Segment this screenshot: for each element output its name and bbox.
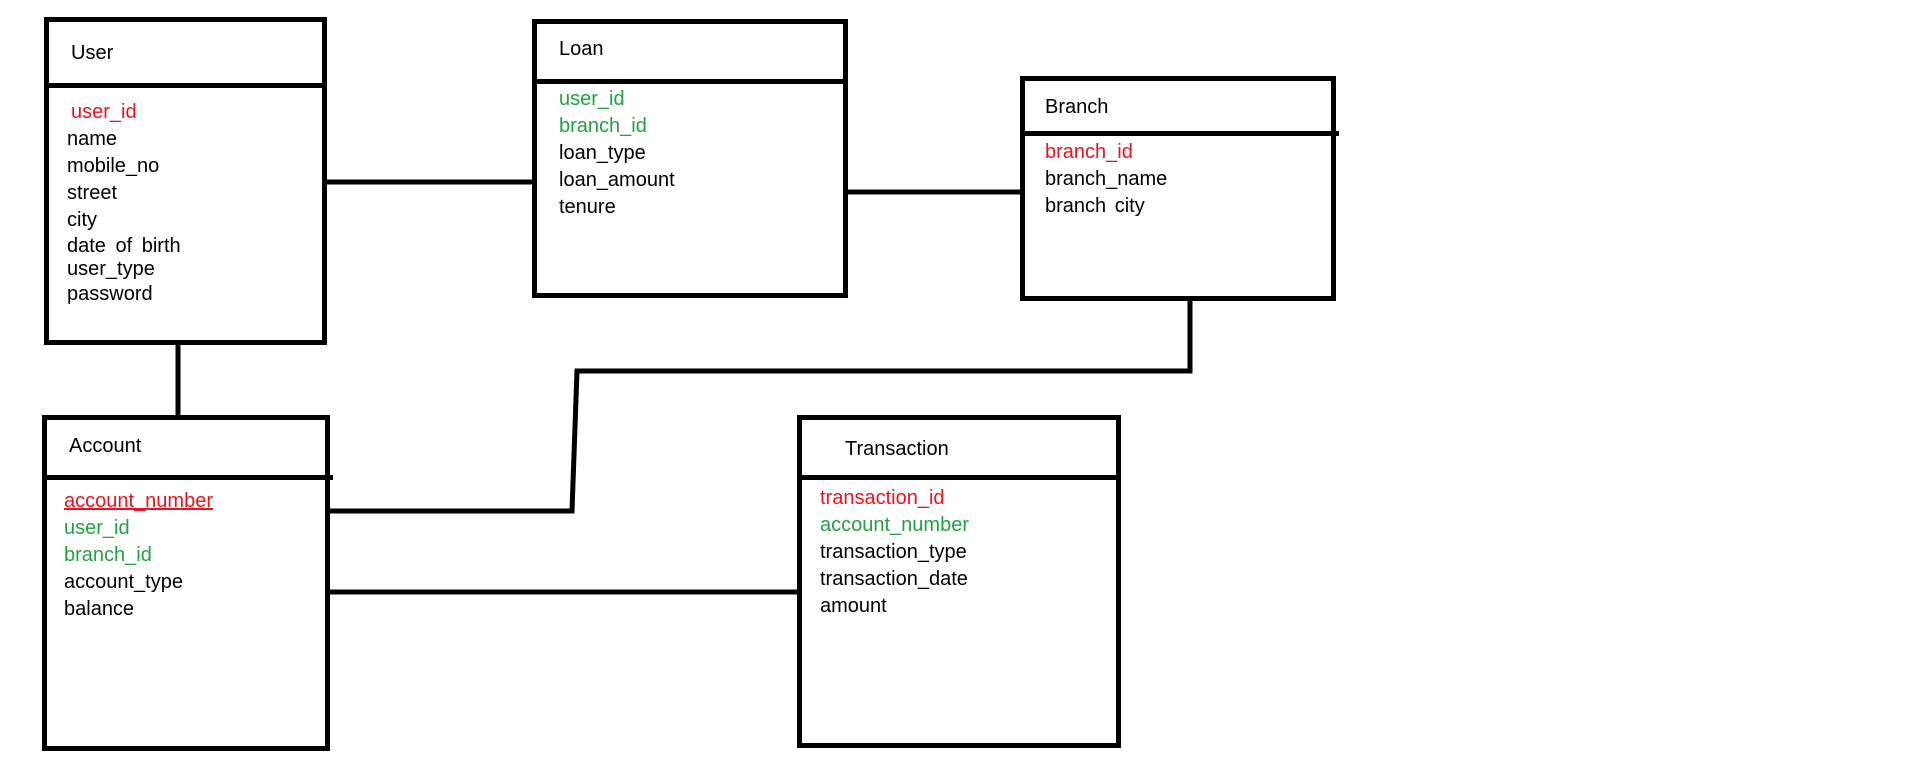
entity-user-fields: user_id name mobile_no street city date …	[67, 99, 322, 308]
entity-loan: Loan user_id branch_id loan_type loan_am…	[532, 19, 848, 298]
field-account-user-id: user_id	[64, 517, 130, 539]
field-user-user-type: user_type	[67, 258, 155, 280]
entity-account-header: Account	[47, 420, 333, 480]
field-branch-branch-id: branch_id	[1045, 141, 1133, 163]
entity-branch: Branch branch_id branch_name branch city	[1020, 76, 1339, 301]
field-loan-branch-id: branch_id	[559, 115, 647, 137]
entity-branch-header: Branch	[1025, 81, 1339, 136]
field-user-user-id: user_id	[71, 101, 137, 123]
field-user-date-of-birth: date of birth	[67, 235, 181, 257]
entity-transaction-fields: transaction_id account_number transactio…	[820, 485, 1116, 620]
field-user-mobile-no: mobile_no	[67, 155, 160, 177]
field-user-password: password	[67, 283, 153, 305]
entity-account-title: Account	[69, 435, 142, 457]
field-user-name: name	[67, 128, 118, 150]
field-account-account-type: account_type	[64, 571, 183, 593]
entity-transaction-title: Transaction	[845, 438, 949, 460]
field-loan-loan-amount: loan_amount	[559, 169, 675, 191]
entity-branch-fields: branch_id branch_name branch city	[1045, 139, 1331, 220]
field-branch-branch-city: branch city	[1045, 195, 1145, 217]
field-account-balance: balance	[64, 598, 135, 620]
entity-user-title: User	[71, 42, 114, 64]
entity-loan-header: Loan	[537, 24, 843, 84]
field-user-city: city	[67, 209, 97, 231]
entity-user: User user_id name mobile_no street city …	[44, 17, 327, 345]
entity-user-header: User	[49, 22, 322, 88]
field-transaction-amount: amount	[820, 595, 887, 617]
field-account-account-number: account_number	[64, 490, 213, 512]
entity-loan-fields: user_id branch_id loan_type loan_amount …	[559, 86, 843, 221]
entity-transaction-header: Transaction	[802, 420, 1116, 480]
entity-account: Account account_number user_id branch_id…	[42, 415, 333, 751]
field-transaction-transaction-date: transaction_date	[820, 568, 968, 590]
field-transaction-account-number: account_number	[820, 514, 969, 536]
field-user-street: street	[67, 182, 118, 204]
field-loan-tenure: tenure	[559, 196, 616, 218]
field-loan-loan-type: loan_type	[559, 142, 646, 164]
entity-loan-title: Loan	[559, 38, 604, 60]
entity-transaction: Transaction transaction_id account_numbe…	[797, 415, 1121, 748]
field-transaction-transaction-type: transaction_type	[820, 541, 967, 563]
field-transaction-transaction-id: transaction_id	[820, 487, 945, 509]
field-branch-branch-name: branch_name	[1045, 168, 1168, 190]
entity-branch-title: Branch	[1045, 96, 1109, 118]
field-account-branch-id: branch_id	[64, 544, 152, 566]
account-branch-connector	[327, 295, 1193, 514]
entity-account-fields: account_number user_id branch_id account…	[64, 488, 325, 623]
field-loan-user-id: user_id	[559, 88, 625, 110]
